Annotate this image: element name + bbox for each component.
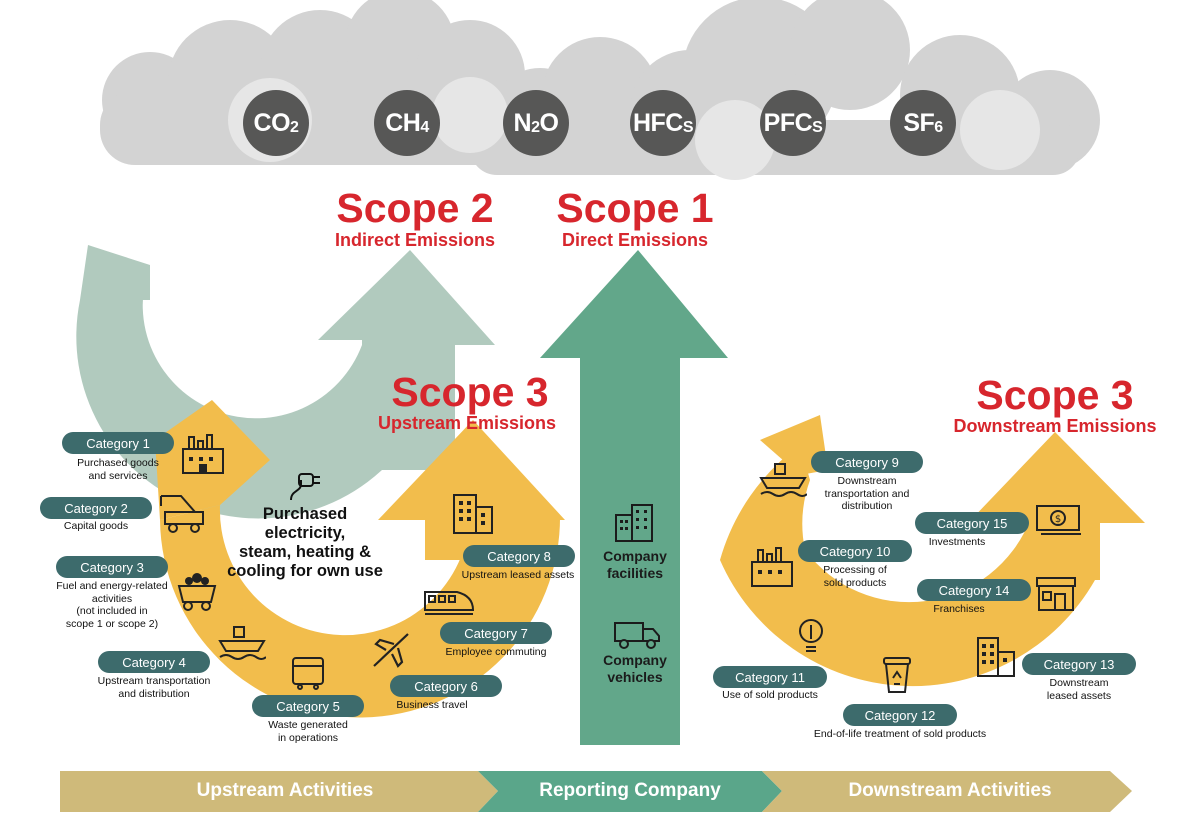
category-6-pill: Category 6 [390, 675, 502, 697]
category-12-pill: Category 12 [843, 704, 957, 726]
category-13-pill: Category 13 [1022, 653, 1136, 675]
dumpster-icon [292, 657, 324, 690]
factory-icon [182, 434, 224, 474]
category-1-caption: Purchased goods and services [77, 457, 159, 482]
category-8-pill: Category 8 [463, 545, 575, 567]
category-14-caption: Franchises [933, 603, 985, 615]
scope1-subtitle: Direct Emissions [561, 230, 709, 250]
cargo-ship-icon [218, 626, 266, 660]
category-9-caption: Downstream transportation and distributi… [824, 475, 910, 512]
category-8-caption: Upstream leased assets [461, 569, 575, 581]
scope3-upstream-subtitle: Upstream Emissions [377, 413, 557, 433]
scope1-title: Scope 1 [556, 185, 714, 231]
company-vehicles-label: Company vehicles [603, 652, 667, 685]
airplane-icon [373, 633, 409, 668]
category-12-caption: End-of-life treatment of sold products [813, 728, 987, 740]
category-5-pill: Category 5 [252, 695, 364, 717]
scope3-upstream-head [378, 420, 565, 560]
scope2-arrowhead [318, 250, 495, 470]
scope2-description: Purchased electricity, steam, heating & … [227, 505, 383, 580]
band-reporting-label: Reporting Company [539, 780, 721, 801]
category-1-pill: Category 1 [62, 432, 174, 454]
truck-icon [614, 622, 660, 649]
plug-icon [290, 473, 320, 501]
recycle-bin-icon [883, 657, 911, 693]
leased-building-icon [977, 637, 1015, 677]
lightbulb-icon [799, 619, 823, 652]
svg-text:$: $ [1055, 514, 1061, 525]
scope3-downstream-title: Scope 3 [976, 372, 1134, 418]
scope3-upstream-title: Scope 3 [391, 369, 549, 415]
category-3-pill: Category 3 [56, 556, 168, 578]
category-11-pill: Category 11 [713, 666, 827, 688]
money-stack-icon: $ [1036, 505, 1081, 535]
facility-building-icon [615, 504, 653, 542]
category-2-pill: Category 2 [40, 497, 152, 519]
crane-truck-icon [160, 495, 204, 533]
band-upstream-shape [60, 771, 498, 812]
downstream-ship-icon [759, 463, 807, 497]
scope2-title: Scope 2 [336, 185, 494, 231]
scope2-subtitle: Indirect Emissions [334, 230, 496, 250]
train-icon [424, 591, 475, 615]
company-facilities-label: Company facilities [603, 548, 667, 581]
category-7-pill: Category 7 [440, 622, 552, 644]
category-6-caption: Business travel [396, 699, 468, 711]
category-9-pill: Category 9 [811, 451, 923, 473]
category-3-caption: Fuel and energy-related activities (not … [56, 580, 168, 630]
scope1-arrow [540, 250, 728, 745]
category-14-pill: Category 14 [917, 579, 1031, 601]
category-15-caption: Investments [928, 536, 986, 548]
category-4-caption: Upstream transportation and distribution [97, 675, 211, 700]
storefront-icon [1036, 577, 1076, 611]
processing-factory-icon [751, 547, 793, 587]
band-downstream-label: Downstream Activities [848, 780, 1052, 801]
category-10-caption: Processing of sold products [823, 564, 887, 589]
category-10-pill: Category 10 [798, 540, 912, 562]
band-downstream-shape [762, 771, 1132, 812]
band-reporting-shape [478, 771, 782, 812]
office-building-icon [453, 494, 493, 534]
category-13-caption: Downstream leased assets [1046, 677, 1112, 702]
category-11-caption: Use of sold products [722, 689, 818, 701]
category-2-caption: Capital goods [63, 520, 129, 532]
scope2-tail [80, 245, 150, 300]
category-5-caption: Waste generated in operations [268, 719, 348, 744]
category-7-caption: Employee commuting [445, 646, 547, 658]
scope3-upstream-arrow [160, 505, 561, 718]
category-4-pill: Category 4 [98, 651, 210, 673]
scope3-downstream-arrow [720, 445, 1095, 687]
scope3-downstream-subtitle: Downstream Emissions [953, 416, 1157, 436]
coal-cart-icon [177, 573, 217, 611]
category-15-pill: Category 15 [915, 512, 1029, 534]
band-upstream-label: Upstream Activities [196, 780, 374, 801]
